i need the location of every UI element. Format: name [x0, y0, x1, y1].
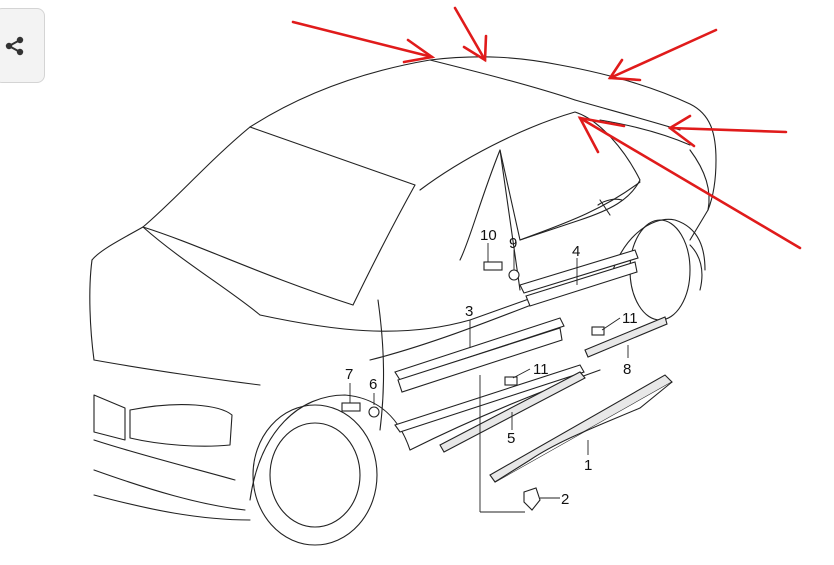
callout-label: 1 — [584, 457, 592, 474]
leader-lines — [349, 243, 629, 513]
callout-label: 5 — [507, 430, 515, 447]
red-arrow-1 — [291, 20, 436, 64]
callout-labels: 10 9 4 3 11 6 7 11 8 5 1 2 — [345, 227, 638, 508]
callout-label: 3 — [465, 303, 473, 320]
share-button[interactable] — [0, 8, 45, 83]
red-arrow-5 — [577, 116, 802, 250]
callout-label: 4 — [572, 243, 580, 260]
red-arrow-2 — [453, 6, 488, 63]
callout-label: 11 — [533, 361, 549, 378]
red-annotation-arrows — [291, 6, 802, 250]
red-arrow-4 — [667, 114, 788, 148]
callout-label: 7 — [345, 366, 353, 383]
callout-label: 6 — [369, 376, 377, 393]
callout-label: 11 — [622, 310, 638, 327]
callout-label: 9 — [509, 235, 517, 252]
callout-label: 10 — [480, 227, 497, 244]
car-body-outline — [89, 56, 717, 546]
callout-label: 2 — [561, 491, 569, 508]
red-arrow-3 — [607, 28, 718, 82]
trim-strips — [341, 249, 673, 511]
callout-label: 8 — [623, 361, 631, 378]
share-icon — [5, 36, 24, 56]
